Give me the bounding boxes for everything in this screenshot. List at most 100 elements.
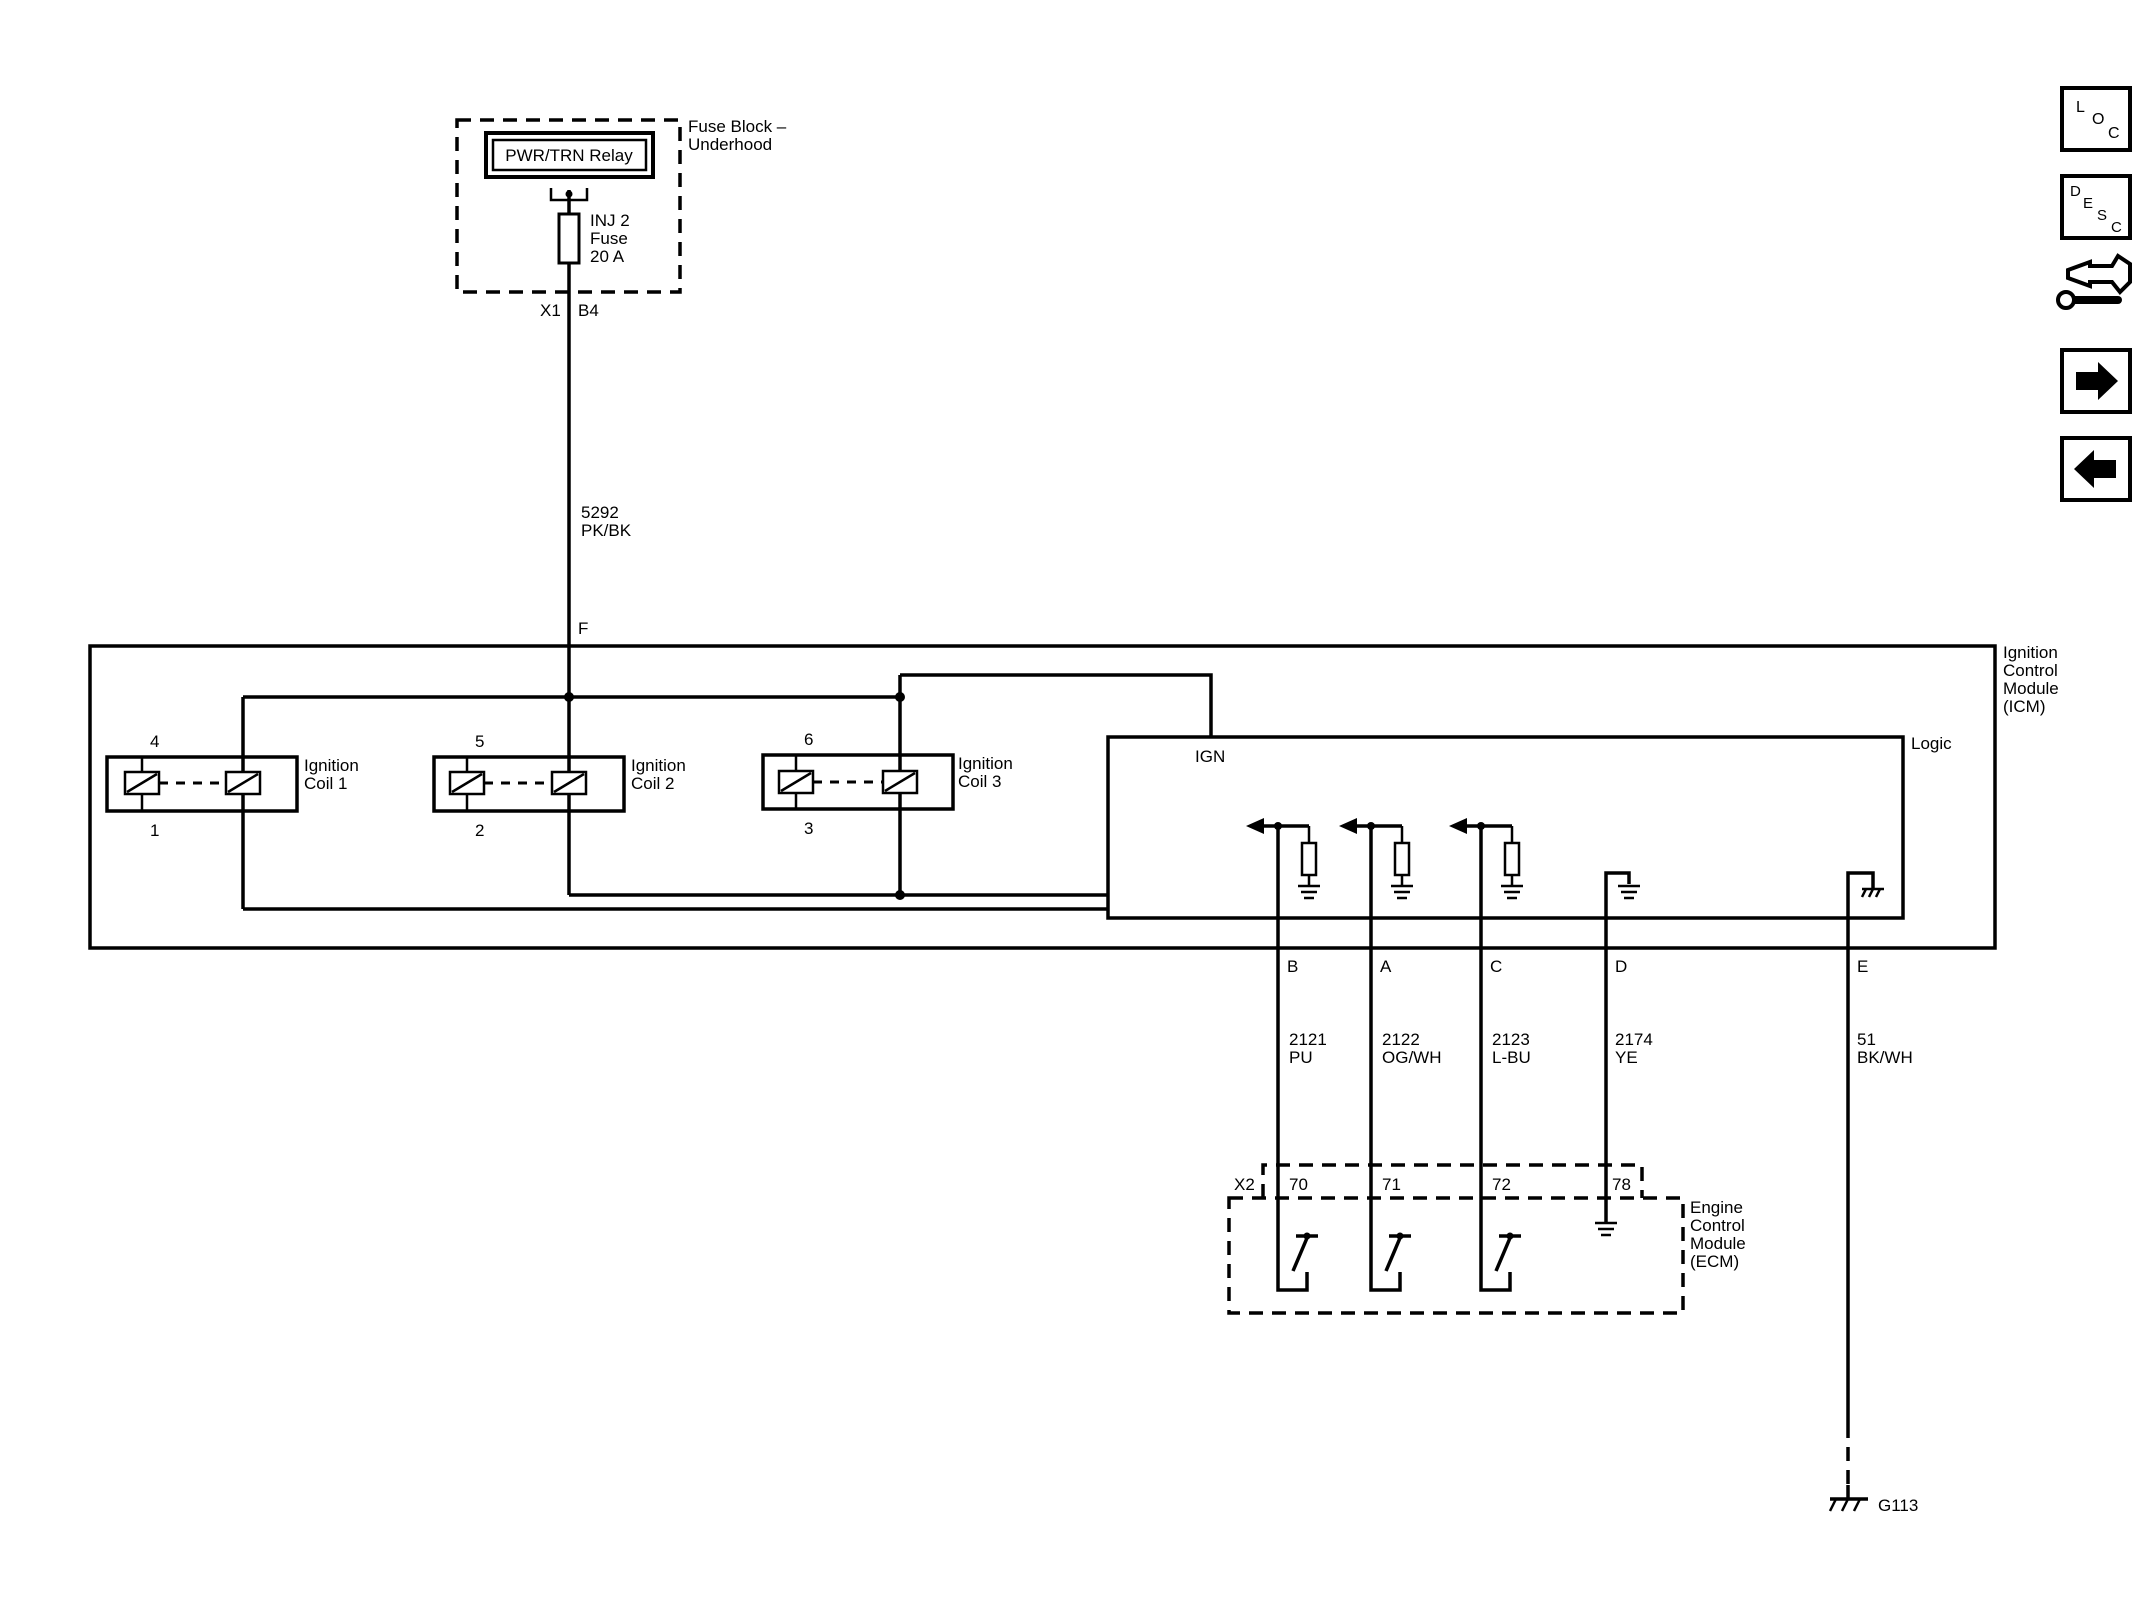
ecm-switch-70-blade <box>1291 1237 1309 1272</box>
coil-2-label-1: Ignition <box>631 756 686 775</box>
ecm-switch-70 <box>1276 1232 1318 1292</box>
g113-hatch-2 <box>1840 1498 1850 1512</box>
description-letter-d: D <box>2070 183 2081 200</box>
ecm-switch-70-lead <box>1276 1237 1309 1292</box>
coil-1-top-pin: 4 <box>150 732 159 751</box>
coil-1-secondary-core <box>227 772 259 794</box>
relay-inner <box>491 138 648 172</box>
logic-ground-d <box>1604 871 1640 948</box>
wire-a-color: OG/WH <box>1382 1048 1442 1067</box>
arrow-left-icon <box>2074 450 2116 488</box>
fuse-pin-label: B4 <box>578 301 599 320</box>
coil-2-box <box>432 755 626 813</box>
ecm-title-4: (ECM) <box>1690 1252 1739 1271</box>
coil-2-secondary-core <box>553 772 585 794</box>
ecm-switch-71-lead <box>1369 1237 1402 1292</box>
fuse-label-2: Fuse <box>590 229 628 248</box>
ign-label: IGN <box>1195 747 1225 766</box>
coil-2-top-pin: 5 <box>475 732 484 751</box>
driver-b-resistor <box>1300 841 1318 877</box>
coil-2-primary-core <box>451 772 483 794</box>
ecm-switch-72-dot <box>1506 1232 1514 1240</box>
ecm-pin-71: 71 <box>1382 1175 1401 1194</box>
relay-outer <box>484 131 655 179</box>
icm-title-3: Module <box>2003 679 2059 698</box>
wire-e-circuit: 51 <box>1857 1030 1876 1049</box>
relay-terminal-dot <box>565 190 573 198</box>
fuse-label-1: INJ 2 <box>590 211 630 230</box>
ignition-coil-3: 6 3 Ignition Coil 3 <box>761 730 1013 838</box>
output-wires: B A C D E 2121 PU 2122 OG/WH 2123 L-BU 2… <box>1276 826 1913 1485</box>
description-button[interactable]: D E S C <box>2060 174 2132 240</box>
coil-3-box <box>761 753 955 811</box>
coil-1-label-2: Coil 1 <box>304 774 347 793</box>
arrow-right-icon <box>2076 362 2118 400</box>
ecm-switch-72-blade <box>1494 1237 1512 1272</box>
ecm-switch-72-lead <box>1479 1237 1512 1292</box>
description-letter-c: C <box>2111 219 2122 236</box>
icm-title-1: Ignition <box>2003 643 2058 662</box>
wire-d-color: YE <box>1615 1048 1638 1067</box>
icm-pin-c: C <box>1490 957 1502 976</box>
icm-pin-d: D <box>1615 957 1627 976</box>
ecm-connector-label: X2 <box>1234 1175 1255 1194</box>
coil-3-label-2: Coil 3 <box>958 772 1001 791</box>
logic-ground-e-hatch-2 <box>1867 888 1875 898</box>
driver-c <box>1449 818 1523 900</box>
driver-b <box>1246 818 1320 900</box>
g113-label: G113 <box>1878 1496 1918 1515</box>
ecm-connector-outline <box>1261 1163 1644 1198</box>
driver-b-arrow <box>1246 818 1264 834</box>
wire-e-color: BK/WH <box>1857 1048 1913 1067</box>
connector-wrench-button[interactable] <box>2056 253 2132 310</box>
driver-a-arrow <box>1339 818 1357 834</box>
ecm-switch-71-dot <box>1396 1232 1404 1240</box>
logic-ground-e-lead <box>1846 871 1875 948</box>
coil-2-bottom-pin: 2 <box>475 821 484 840</box>
logic-ground-e-hatch-1 <box>1860 888 1868 898</box>
connector-plug-icon <box>2066 253 2132 295</box>
logic-outline <box>1106 735 1905 920</box>
logic-label: Logic <box>1911 734 1952 753</box>
wire-b-color: PU <box>1289 1048 1313 1067</box>
driver-a-resistor <box>1393 841 1411 877</box>
icm-pin-a: A <box>1380 957 1392 976</box>
ecm-outline <box>1227 1196 1685 1315</box>
coil-2-label-2: Coil 2 <box>631 774 674 793</box>
logic-ground-e <box>1846 871 1884 948</box>
ecm-switch-70-dot <box>1303 1232 1311 1240</box>
splice-return <box>895 890 905 900</box>
relay-label: PWR/TRN Relay <box>505 146 633 165</box>
ecm-pin-72: 72 <box>1492 1175 1511 1194</box>
ignition-control-module: Ignition Control Module (ICM) 4 1 Igniti… <box>88 643 2059 950</box>
coil-3-secondary-core <box>884 771 916 793</box>
next-button[interactable] <box>2060 348 2132 414</box>
wire-c-color: L-BU <box>1492 1048 1531 1067</box>
feed-wire-circuit: 5292 <box>581 503 619 522</box>
fuse-block-title-2: Underhood <box>688 135 772 154</box>
coil-1-primary-core <box>126 772 158 794</box>
ground-g113: G113 <box>1828 1485 1918 1515</box>
icm-outline <box>88 644 1997 950</box>
ecm-pin-70: 70 <box>1289 1175 1308 1194</box>
wrench-head-icon <box>2056 290 2076 310</box>
ecm-title-2: Control <box>1690 1216 1745 1235</box>
description-letter-e: E <box>2083 195 2093 212</box>
coil-3-primary-core <box>780 771 812 793</box>
fuse-symbol <box>557 212 581 265</box>
ecm-pin-78: 78 <box>1612 1175 1631 1194</box>
coil-3-bottom-pin: 3 <box>804 819 813 838</box>
icm-title-2: Control <box>2003 661 2058 680</box>
ecm-title-3: Module <box>1690 1234 1746 1253</box>
location-button[interactable]: L O C <box>2060 86 2132 152</box>
location-letter-c: C <box>2108 125 2120 142</box>
ign-feed <box>900 673 1213 737</box>
icm-pin-f: F <box>578 619 588 638</box>
description-button-frame <box>2060 174 2132 240</box>
location-button-frame <box>2060 86 2132 152</box>
previous-button[interactable] <box>2060 436 2132 502</box>
coil-1-bottom-pin: 1 <box>150 821 159 840</box>
g113-hatch-3 <box>1852 1498 1862 1512</box>
ignition-coil-2: 5 2 Ignition Coil 2 <box>432 732 686 840</box>
